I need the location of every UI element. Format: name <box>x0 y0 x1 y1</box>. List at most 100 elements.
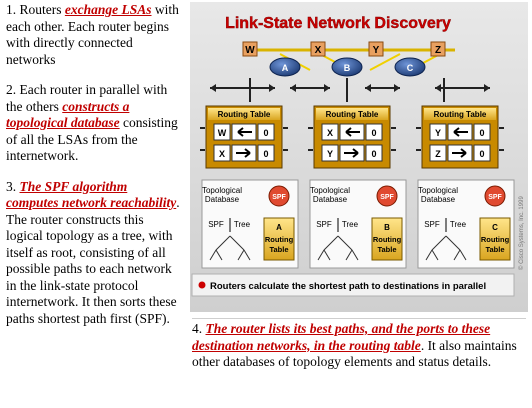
spf-badge-label: SPF <box>380 194 394 201</box>
caption-box <box>191 273 515 297</box>
left-arrow-icon <box>237 127 252 137</box>
rt-dest <box>213 123 231 141</box>
port-arrows <box>200 127 288 151</box>
tree-label: Tree <box>342 220 359 229</box>
network-box-y <box>368 41 384 57</box>
router-table-letter: A <box>276 223 282 232</box>
rt-dest <box>429 144 447 162</box>
network-label-w: W <box>245 45 255 56</box>
router-routing-table <box>479 217 511 261</box>
topo-label-2: Database <box>205 195 240 204</box>
spf-label: SPF <box>316 220 332 229</box>
network-label-z: Z <box>435 45 441 56</box>
router-table-letter: C <box>492 223 498 232</box>
rt-dest-label: X <box>219 149 225 159</box>
routing-table-title: Routing Table <box>434 110 487 119</box>
lsa-arrowhead-3 <box>435 84 490 92</box>
right-arrow-icon <box>452 148 467 158</box>
lsa-arrows <box>210 78 490 102</box>
rt-cost-label: 0 <box>371 128 376 138</box>
rt-cost-label: 0 <box>263 149 268 159</box>
topo-label-1: Topological <box>202 186 242 195</box>
rt-dest <box>429 123 447 141</box>
diagram-title: Link-State Network Discovery <box>225 15 451 32</box>
rt-dest-label: Z <box>435 149 441 159</box>
para-2-highlight: The SPF algorithm computes network reach… <box>6 178 177 211</box>
spf-label: SPF <box>208 220 224 229</box>
network-label-x: X <box>315 45 322 56</box>
left-arrow-icon <box>345 127 360 137</box>
network-box-z <box>430 41 446 57</box>
router-table-routing: Routing <box>265 235 294 244</box>
note-4: 4. The router lists its best paths, and … <box>192 318 526 371</box>
spf-badge <box>376 185 398 207</box>
router-label-a: A <box>282 63 289 73</box>
para-2-post: . The router constructs this logical top… <box>6 195 180 326</box>
router-table-routing: Routing <box>373 235 402 244</box>
router-routing-table <box>263 217 295 261</box>
rt-dest-label: W <box>218 128 227 138</box>
port-arrows <box>416 127 504 151</box>
note-0-post: . It also maintains other databases of t… <box>192 337 517 370</box>
para-1-num: 2. <box>6 82 17 97</box>
diagram-caption: Routers calculate the shortest path to d… <box>210 281 486 292</box>
router-table-letter: B <box>384 223 390 232</box>
spf-tree-icon <box>209 235 251 261</box>
rt-dest-label: Y <box>435 128 441 138</box>
para-2: 3. The SPF algorithm computes network re… <box>6 179 182 328</box>
spf-badge <box>484 185 506 207</box>
network-label-y: Y <box>373 45 380 56</box>
spf-badge-label: SPF <box>488 194 502 201</box>
network-box-x <box>310 41 326 57</box>
rt-dest-label: X <box>327 128 333 138</box>
rt-cost-label: 0 <box>479 149 484 159</box>
para-0-highlight: exchange LSAs <box>64 2 152 17</box>
note-0-highlight: The router lists its best paths, and the… <box>192 321 491 353</box>
routing-table-title: Routing Table <box>218 110 271 119</box>
spf-label: SPF <box>424 220 440 229</box>
right-arrow-icon <box>344 148 359 158</box>
rt-cost-label: 0 <box>263 128 268 138</box>
link-state-diagram: Link-State Network Discovery W X Y Z A B C Rou… <box>190 2 528 312</box>
note-0-num: 4. <box>192 321 203 336</box>
routing-table-header <box>208 108 280 120</box>
routing-table-header <box>424 108 496 120</box>
left-arrow-icon <box>453 127 468 137</box>
para-0-post: with each other. Each router begins with… <box>6 2 179 67</box>
topo-label-1: Topological <box>418 186 458 195</box>
router-label-c: C <box>407 63 414 73</box>
spf-badge <box>268 185 290 207</box>
right-arrow-icon <box>236 148 251 158</box>
router-c <box>394 57 426 77</box>
rt-dest <box>321 123 339 141</box>
para-0-pre: Routers <box>16 2 65 17</box>
rt-dest <box>213 144 231 162</box>
caption-bullet <box>198 281 206 289</box>
rt-cost-label: 0 <box>371 149 376 159</box>
rt-cost <box>365 123 383 141</box>
rt-cost <box>473 123 491 141</box>
para-1-pre: Each router in parallel with the others <box>6 82 168 114</box>
router-b <box>331 57 363 77</box>
routing-table-title: Routing Table <box>326 110 379 119</box>
spf-badge-label: SPF <box>272 194 286 201</box>
para-0: 1. Routers exchange LSAs with each other… <box>6 2 182 68</box>
routing-table-header <box>316 108 388 120</box>
port-arrows <box>308 127 396 151</box>
rt-cost <box>365 144 383 162</box>
rt-dest-label: Y <box>327 149 333 159</box>
para-2-num: 3. <box>6 178 17 194</box>
topo-label-2: Database <box>313 195 348 204</box>
rt-cost <box>257 123 275 141</box>
para-1: 2. Each router in parallel with the othe… <box>6 82 182 165</box>
topo-label-2: Database <box>421 195 456 204</box>
router-routing-table <box>371 217 403 261</box>
para-1-post: consisting of all the LSAs from the inte… <box>6 115 178 163</box>
tree-label: Tree <box>450 220 467 229</box>
spf-tree-icon <box>317 235 359 261</box>
